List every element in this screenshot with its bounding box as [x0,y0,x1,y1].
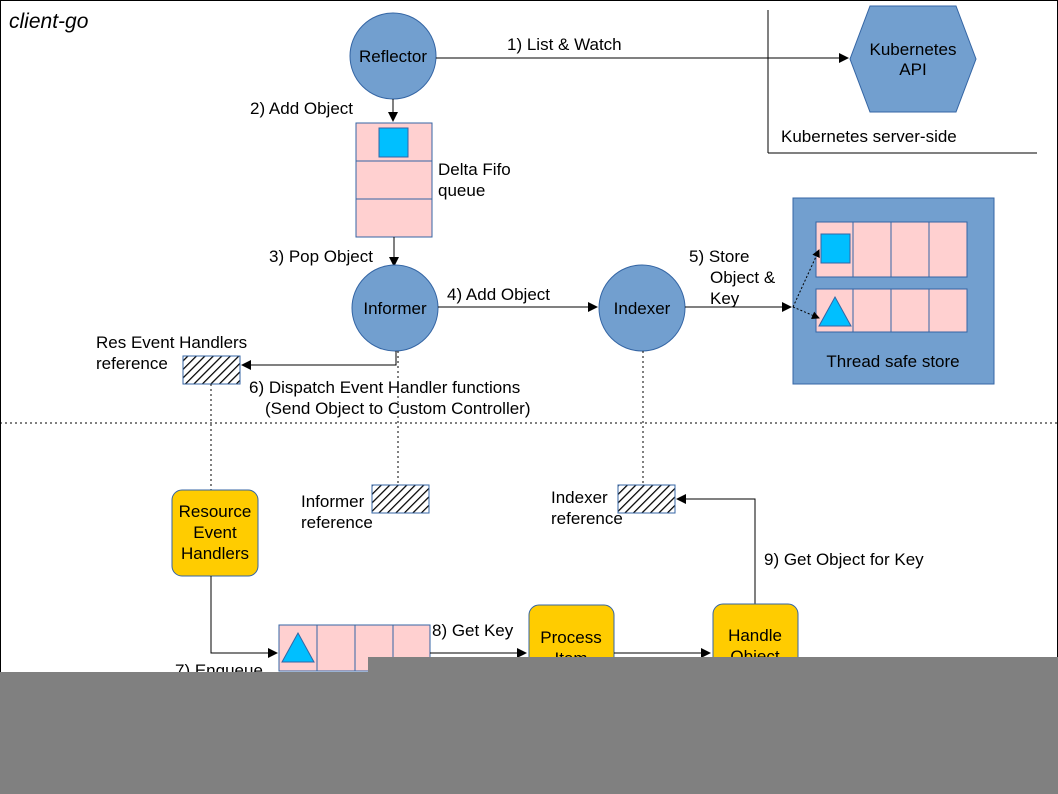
delta-fifo-label-line2: queue [438,181,485,200]
informer-label: Informer [363,299,427,318]
informer-reference-box [371,484,430,514]
server-side-label: Kubernetes server-side [781,127,957,146]
indexer-ref-label-line2: reference [551,509,623,528]
kubernetes-api-label-line2: API [899,60,926,79]
res-ref-label-line1: Res Event Handlers [96,333,247,352]
kubernetes-api-hexagon [849,5,977,113]
step5-label-line2: Object & [710,268,776,287]
reh-label-line2: Event [193,523,237,542]
res-ref-label-line2: reference [96,354,168,373]
res-event-handlers-reference-box [182,355,241,385]
reh-label-line3: Handlers [181,544,249,563]
store-dotted-arrow-up [792,249,820,308]
step5-label-line1: 5) Store [689,247,749,266]
indexer-ref-label-line1: Indexer [551,488,608,507]
informer-circle [351,264,439,352]
process-item-label-line1: Process [540,628,601,647]
workqueue-object-triangle [281,631,315,663]
get-object-for-key-arrow [676,494,756,604]
step5-label-line3: Key [710,289,740,308]
step4-label: 4) Add Object [447,285,550,304]
title-label: client-go [9,10,89,33]
step1-label: 1) List & Watch [507,35,622,54]
step6-label-line2: (Send Object to Custom Controller) [265,399,531,418]
enqueue-arrow [210,576,278,658]
dispatch-arrow [241,351,397,370]
indexer-reference-box [617,484,676,514]
step9-label: 9) Get Object for Key [764,550,924,569]
indexer-label: Indexer [614,299,671,318]
informer-ref-label-line1: Informer [301,492,365,511]
resource-event-handlers-box [171,489,259,577]
step6-label-line1: 6) Dispatch Event Handler functions [249,378,520,397]
queue-object-square [378,127,409,158]
store-object-square [820,233,851,264]
step2-label: 2) Add Object [250,99,353,118]
occlusion-overlay [0,657,1058,794]
indexer-circle [598,264,686,352]
reflector-label: Reflector [359,47,427,66]
delta-fifo-label-line1: Delta Fifo [438,160,511,179]
handle-object-label-line1: Handle [728,626,782,645]
informer-ref-label-line2: reference [301,513,373,532]
store-object-triangle [818,295,852,327]
thread-safe-store-label: Thread safe store [826,352,959,371]
kubernetes-api-label-line1: Kubernetes [870,40,957,59]
reh-label-line1: Resource [179,502,252,521]
store-dotted-arrow-down [792,306,820,319]
step8-label: 8) Get Key [432,621,514,640]
step3-label: 3) Pop Object [269,247,373,266]
